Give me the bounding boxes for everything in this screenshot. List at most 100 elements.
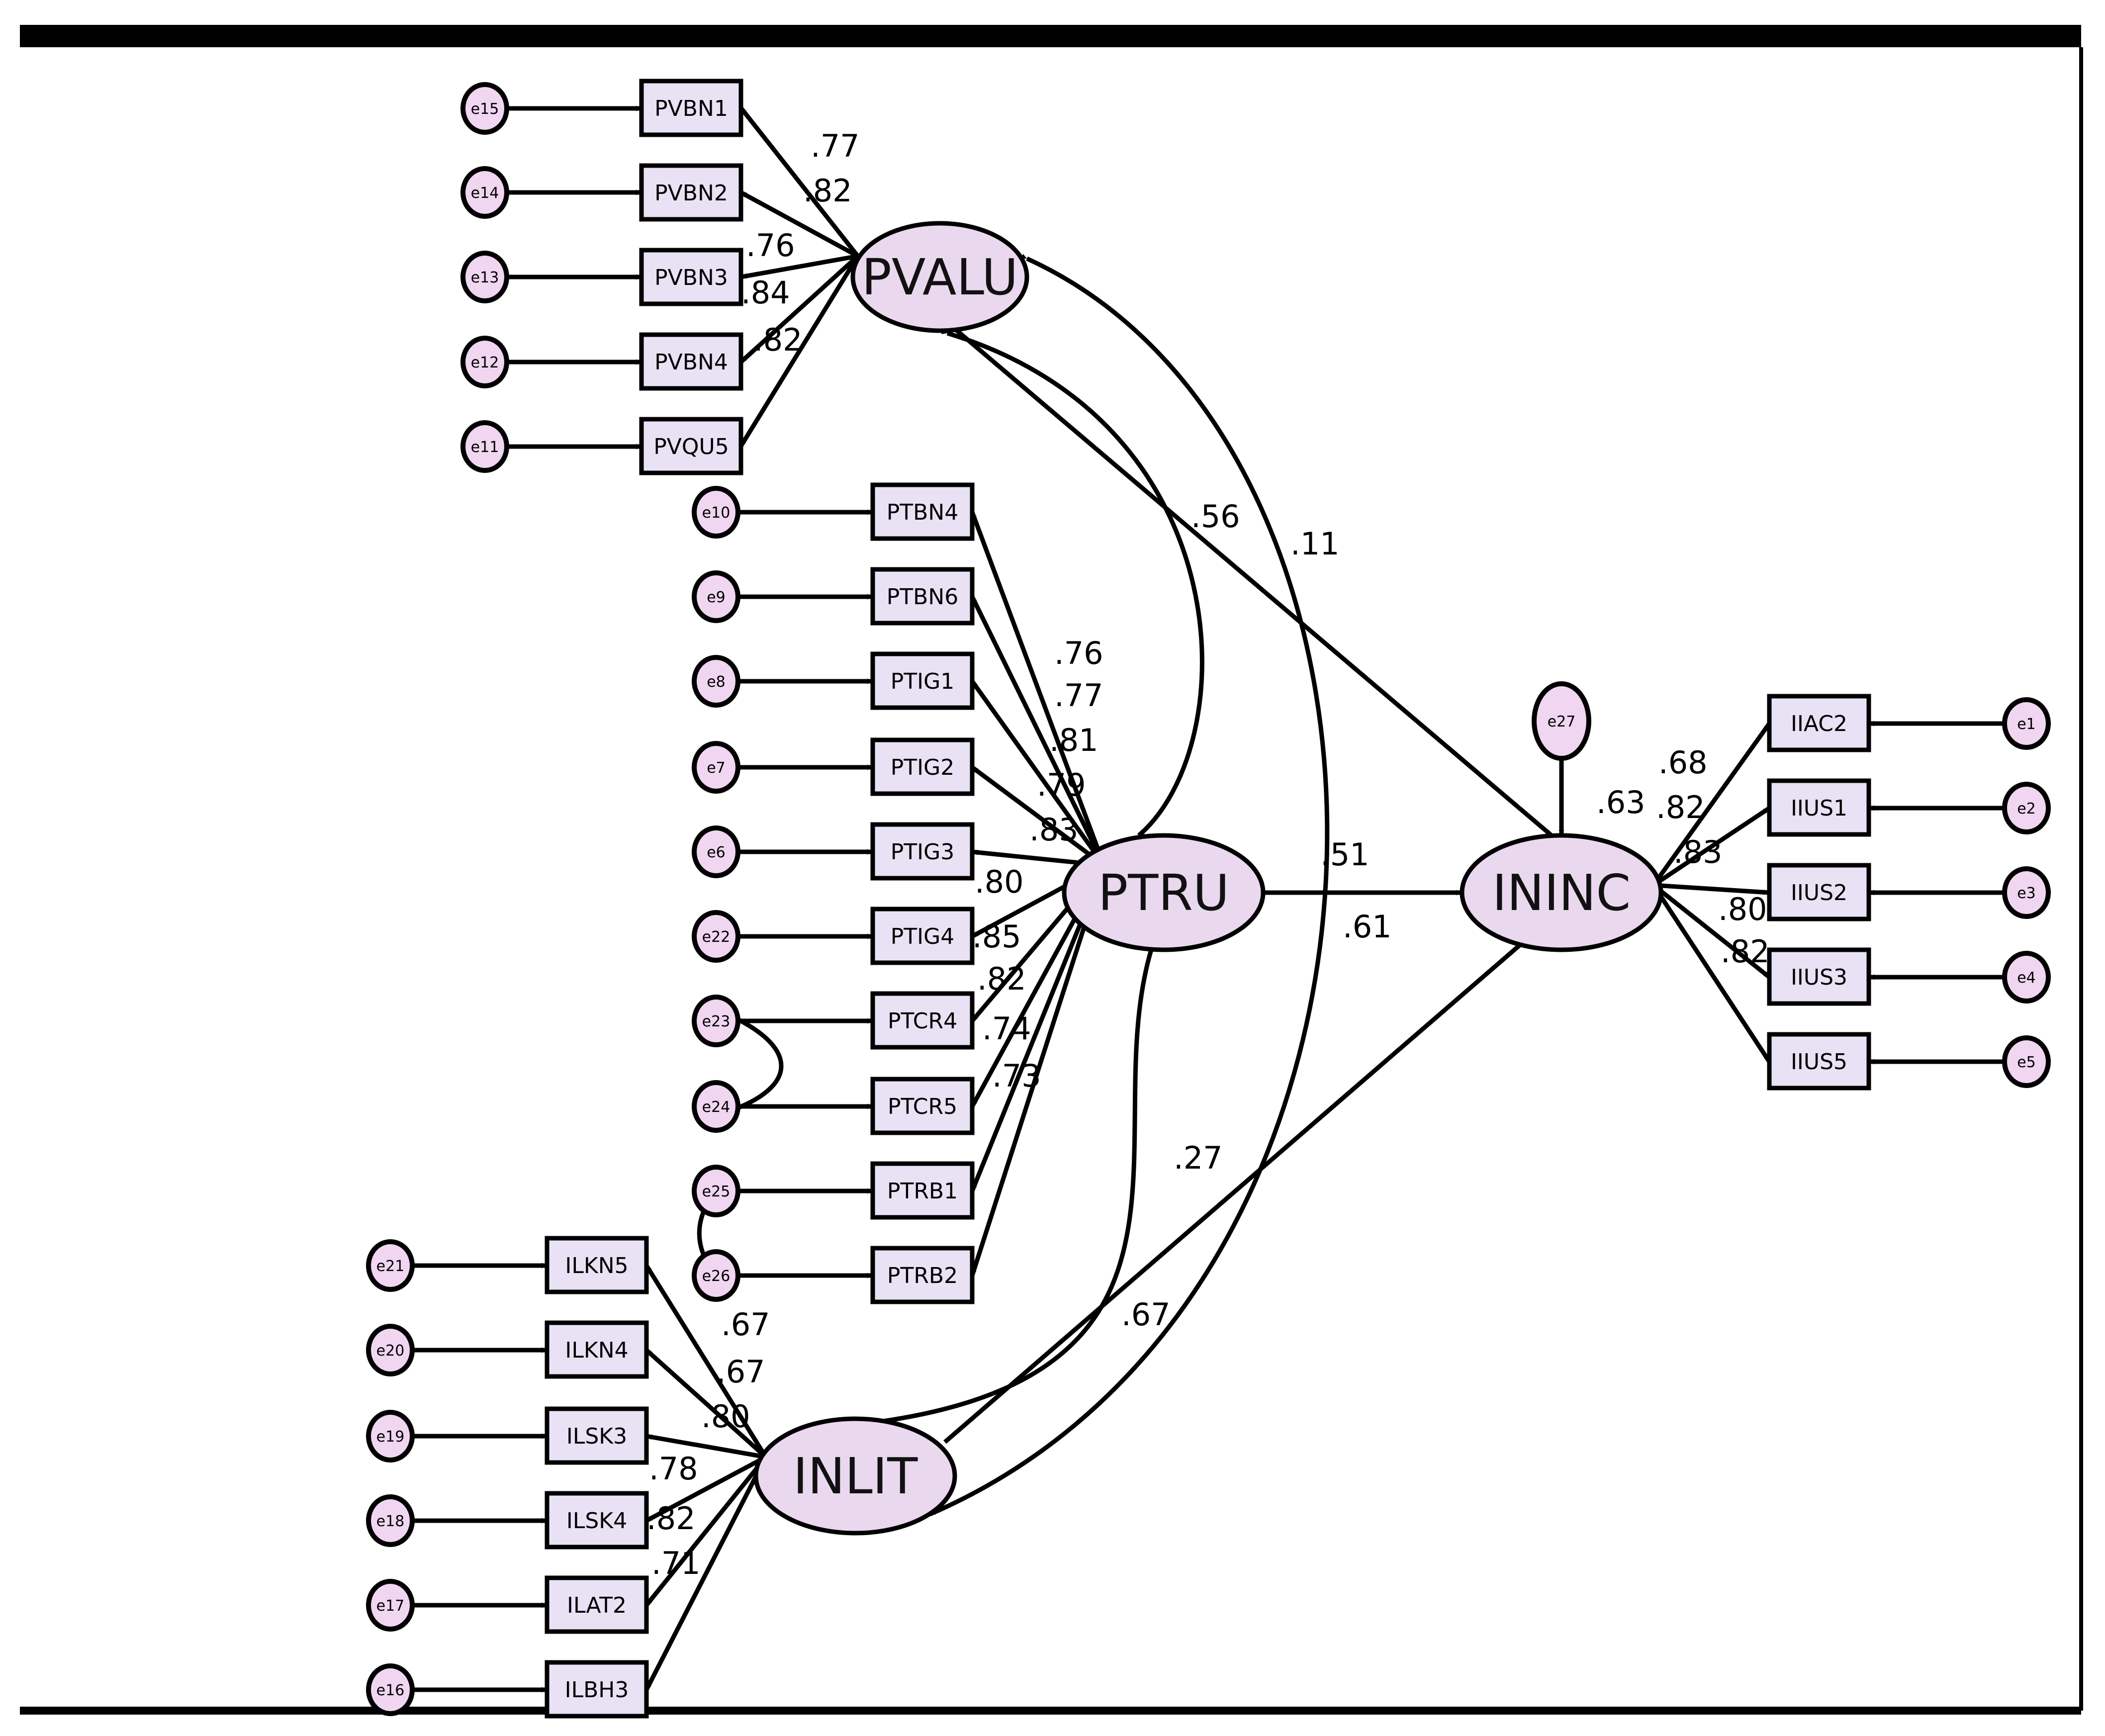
path-label-inlit-ininc: .61 (1343, 909, 1392, 945)
svg-text:e11: e11 (471, 439, 499, 456)
latent-ptru: PTRU (1062, 833, 1266, 952)
error-circle: e19 (366, 1410, 415, 1462)
svg-text:e25: e25 (702, 1183, 731, 1200)
loading-arrow (645, 1455, 767, 1523)
svg-text:PTIG2: PTIG2 (891, 755, 954, 780)
svg-text:e19: e19 (376, 1428, 405, 1446)
loading-label: .82 (977, 961, 1026, 997)
error-circle: e24 (692, 1080, 740, 1133)
error-circle: e4 (2002, 951, 2051, 1004)
svg-text:e21: e21 (376, 1258, 405, 1275)
svg-text:IIAC2: IIAC2 (1791, 711, 1847, 736)
error-circle: e23 (692, 995, 740, 1047)
loading-label: .82 (646, 1500, 696, 1537)
loading-label: .79 (1037, 767, 1086, 803)
loading-arrow (1653, 883, 1770, 895)
error-circle: e17 (366, 1579, 415, 1632)
loading-label: .80 (975, 864, 1024, 900)
indicator-box: IIAC2 (1767, 694, 1871, 752)
indicator-box: ILKN4 (545, 1320, 649, 1379)
loading-arrow (644, 1348, 768, 1459)
loading-arrow (646, 1434, 766, 1460)
svg-text:ILBH3: ILBH3 (565, 1677, 629, 1703)
loading-label: .67 (721, 1306, 770, 1343)
indicator-box: IIUS2 (1767, 863, 1871, 921)
error-circle: e9 (692, 570, 740, 623)
ptru-error-terms: e10 e9 e8 e7 e6 e22 e23 e24 e25 e26 (692, 486, 740, 1302)
loading-label: .68 (1658, 744, 1708, 781)
indicator-box: ILKN5 (545, 1236, 649, 1294)
svg-text:PVBN3: PVBN3 (654, 265, 728, 290)
svg-text:PTIG3: PTIG3 (891, 839, 954, 865)
error-circle: e21 (366, 1239, 415, 1292)
loading-label: .67 (716, 1354, 765, 1390)
error-circle: e16 (366, 1663, 415, 1716)
svg-text:e23: e23 (702, 1013, 731, 1030)
loading-label: .80 (1718, 891, 1767, 927)
inlit-error-terms: e21 e20 e19 e18 e17 e16 (366, 1239, 415, 1716)
corr-label-pvalu-inlit: .11 (1290, 526, 1340, 562)
loading-label: .77 (811, 128, 860, 164)
svg-text:PTRB2: PTRB2 (887, 1263, 958, 1288)
latent-pvalu: PVALU (850, 221, 1029, 333)
indicator-box: PVBN1 (639, 79, 743, 137)
indicator-box: ILAT2 (545, 1575, 649, 1634)
latent-variables: PVALU PTRU ININC INLIT (753, 221, 1663, 1536)
r-squared-label: .63 (1596, 784, 1646, 821)
error-circle: e11 (460, 420, 509, 473)
error-circle: e8 (692, 655, 740, 708)
error-circle: e22 (692, 910, 740, 963)
latent-ininc: ININC (1460, 833, 1663, 952)
error-circle: e2 (2002, 782, 2051, 834)
error-circle: e10 (692, 486, 740, 539)
indicator-box: IIUS1 (1767, 778, 1871, 837)
svg-text:PVBN4: PVBN4 (654, 350, 728, 375)
svg-text:e5: e5 (2017, 1054, 2036, 1071)
path-arrow-inlit-ininc (943, 933, 1533, 1444)
corr-label-pvalu-inlit-lower: .67 (1121, 1296, 1171, 1333)
loading-label: .81 (1049, 722, 1098, 758)
loading-arrow (1651, 884, 1771, 1063)
svg-text:PTIG1: PTIG1 (891, 669, 954, 694)
loading-arrow (1652, 883, 1771, 979)
svg-text:INLIT: INLIT (793, 1447, 918, 1505)
indicator-box: PTIG1 (870, 651, 975, 710)
covariance-ptru-inlit (830, 943, 1156, 1430)
loading-label: .71 (651, 1545, 701, 1581)
loading-label: .82 (803, 173, 852, 209)
indicator-box: PTCR5 (870, 1077, 975, 1135)
loading-label: .82 (1656, 789, 1705, 825)
top-frame-bar (20, 25, 2081, 47)
svg-text:e1: e1 (2017, 716, 2036, 733)
loading-label: .83 (1029, 812, 1079, 848)
svg-text:e10: e10 (702, 504, 731, 522)
error-circle: e3 (2002, 866, 2051, 919)
indicator-box: ILBH3 (545, 1660, 649, 1719)
svg-text:e13: e13 (471, 269, 499, 286)
loading-arrow (739, 190, 859, 258)
loading-arrow (644, 1456, 768, 1607)
svg-text:PTCR4: PTCR4 (888, 1008, 957, 1034)
svg-text:ININC: ININC (1492, 864, 1631, 922)
loading-label: .83 (1673, 834, 1723, 870)
latent-inlit: INLIT (753, 1416, 957, 1536)
svg-text:e14: e14 (471, 184, 499, 202)
error-circle: e25 (692, 1165, 740, 1217)
svg-text:PTCR5: PTCR5 (888, 1094, 957, 1119)
svg-text:IIUS3: IIUS3 (1791, 965, 1847, 990)
svg-text:PVBN2: PVBN2 (654, 181, 728, 206)
indicator-box: ILSK3 (545, 1406, 649, 1465)
indicator-box: PVBN3 (639, 248, 743, 306)
loading-arrow (644, 1456, 768, 1691)
svg-text:e24: e24 (702, 1098, 731, 1116)
svg-text:e7: e7 (707, 759, 726, 777)
error-circle: e26 (692, 1249, 740, 1302)
svg-text:PTRB1: PTRB1 (887, 1179, 958, 1204)
loading-label: .80 (701, 1398, 750, 1435)
indicator-box: PTIG4 (870, 907, 975, 965)
indicator-box: PVQU5 (639, 417, 743, 475)
svg-text:ILKN4: ILKN4 (565, 1338, 628, 1363)
pvalu-error-terms: e15 e14 e13 e12 e11 (460, 82, 509, 473)
indicator-box: ILSK4 (545, 1491, 649, 1550)
